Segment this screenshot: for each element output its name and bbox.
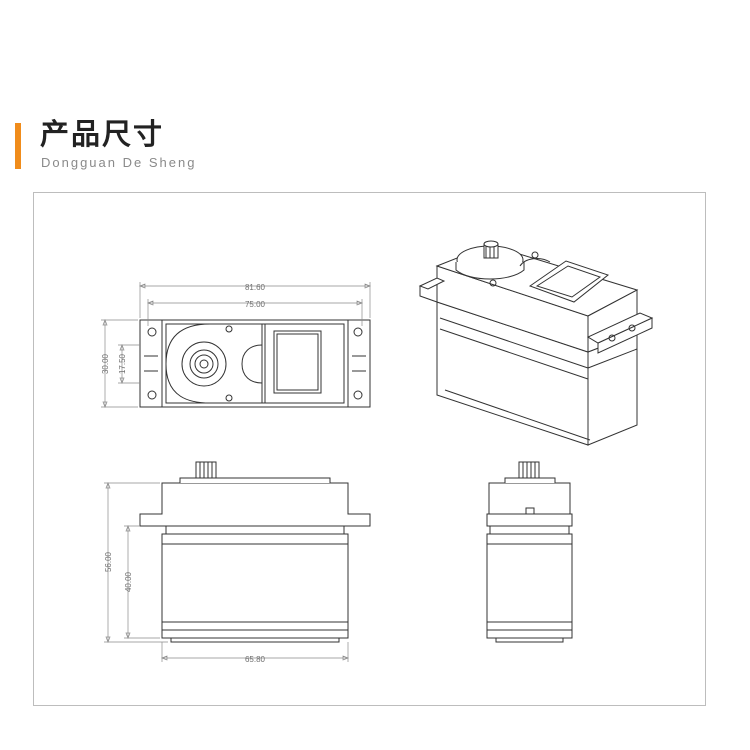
height-label: 56.00 — [104, 551, 113, 572]
hole-spacing-label: 75.00 — [245, 300, 266, 309]
body-height-label: 40.00 — [124, 571, 133, 592]
accent-bar — [15, 123, 21, 169]
isometric-view — [418, 240, 654, 446]
overall-length-label: 81.60 — [245, 283, 266, 292]
section-header: 产品尺寸 Dongguan De Sheng — [15, 118, 415, 174]
section-title: 产品尺寸 — [40, 119, 165, 151]
drawing-frame — [33, 192, 706, 706]
section-subtitle: Dongguan De Sheng — [41, 155, 197, 170]
side-view — [486, 461, 573, 643]
length-label: 65.80 — [245, 655, 266, 664]
slot-spacing-label: 17.50 — [118, 353, 127, 374]
front-view: 56.00 40.00 65.80 — [104, 461, 371, 664]
width-label: 30.00 — [101, 353, 110, 374]
top-view: 81.60 75.00 30.00 17.50 — [101, 282, 371, 408]
